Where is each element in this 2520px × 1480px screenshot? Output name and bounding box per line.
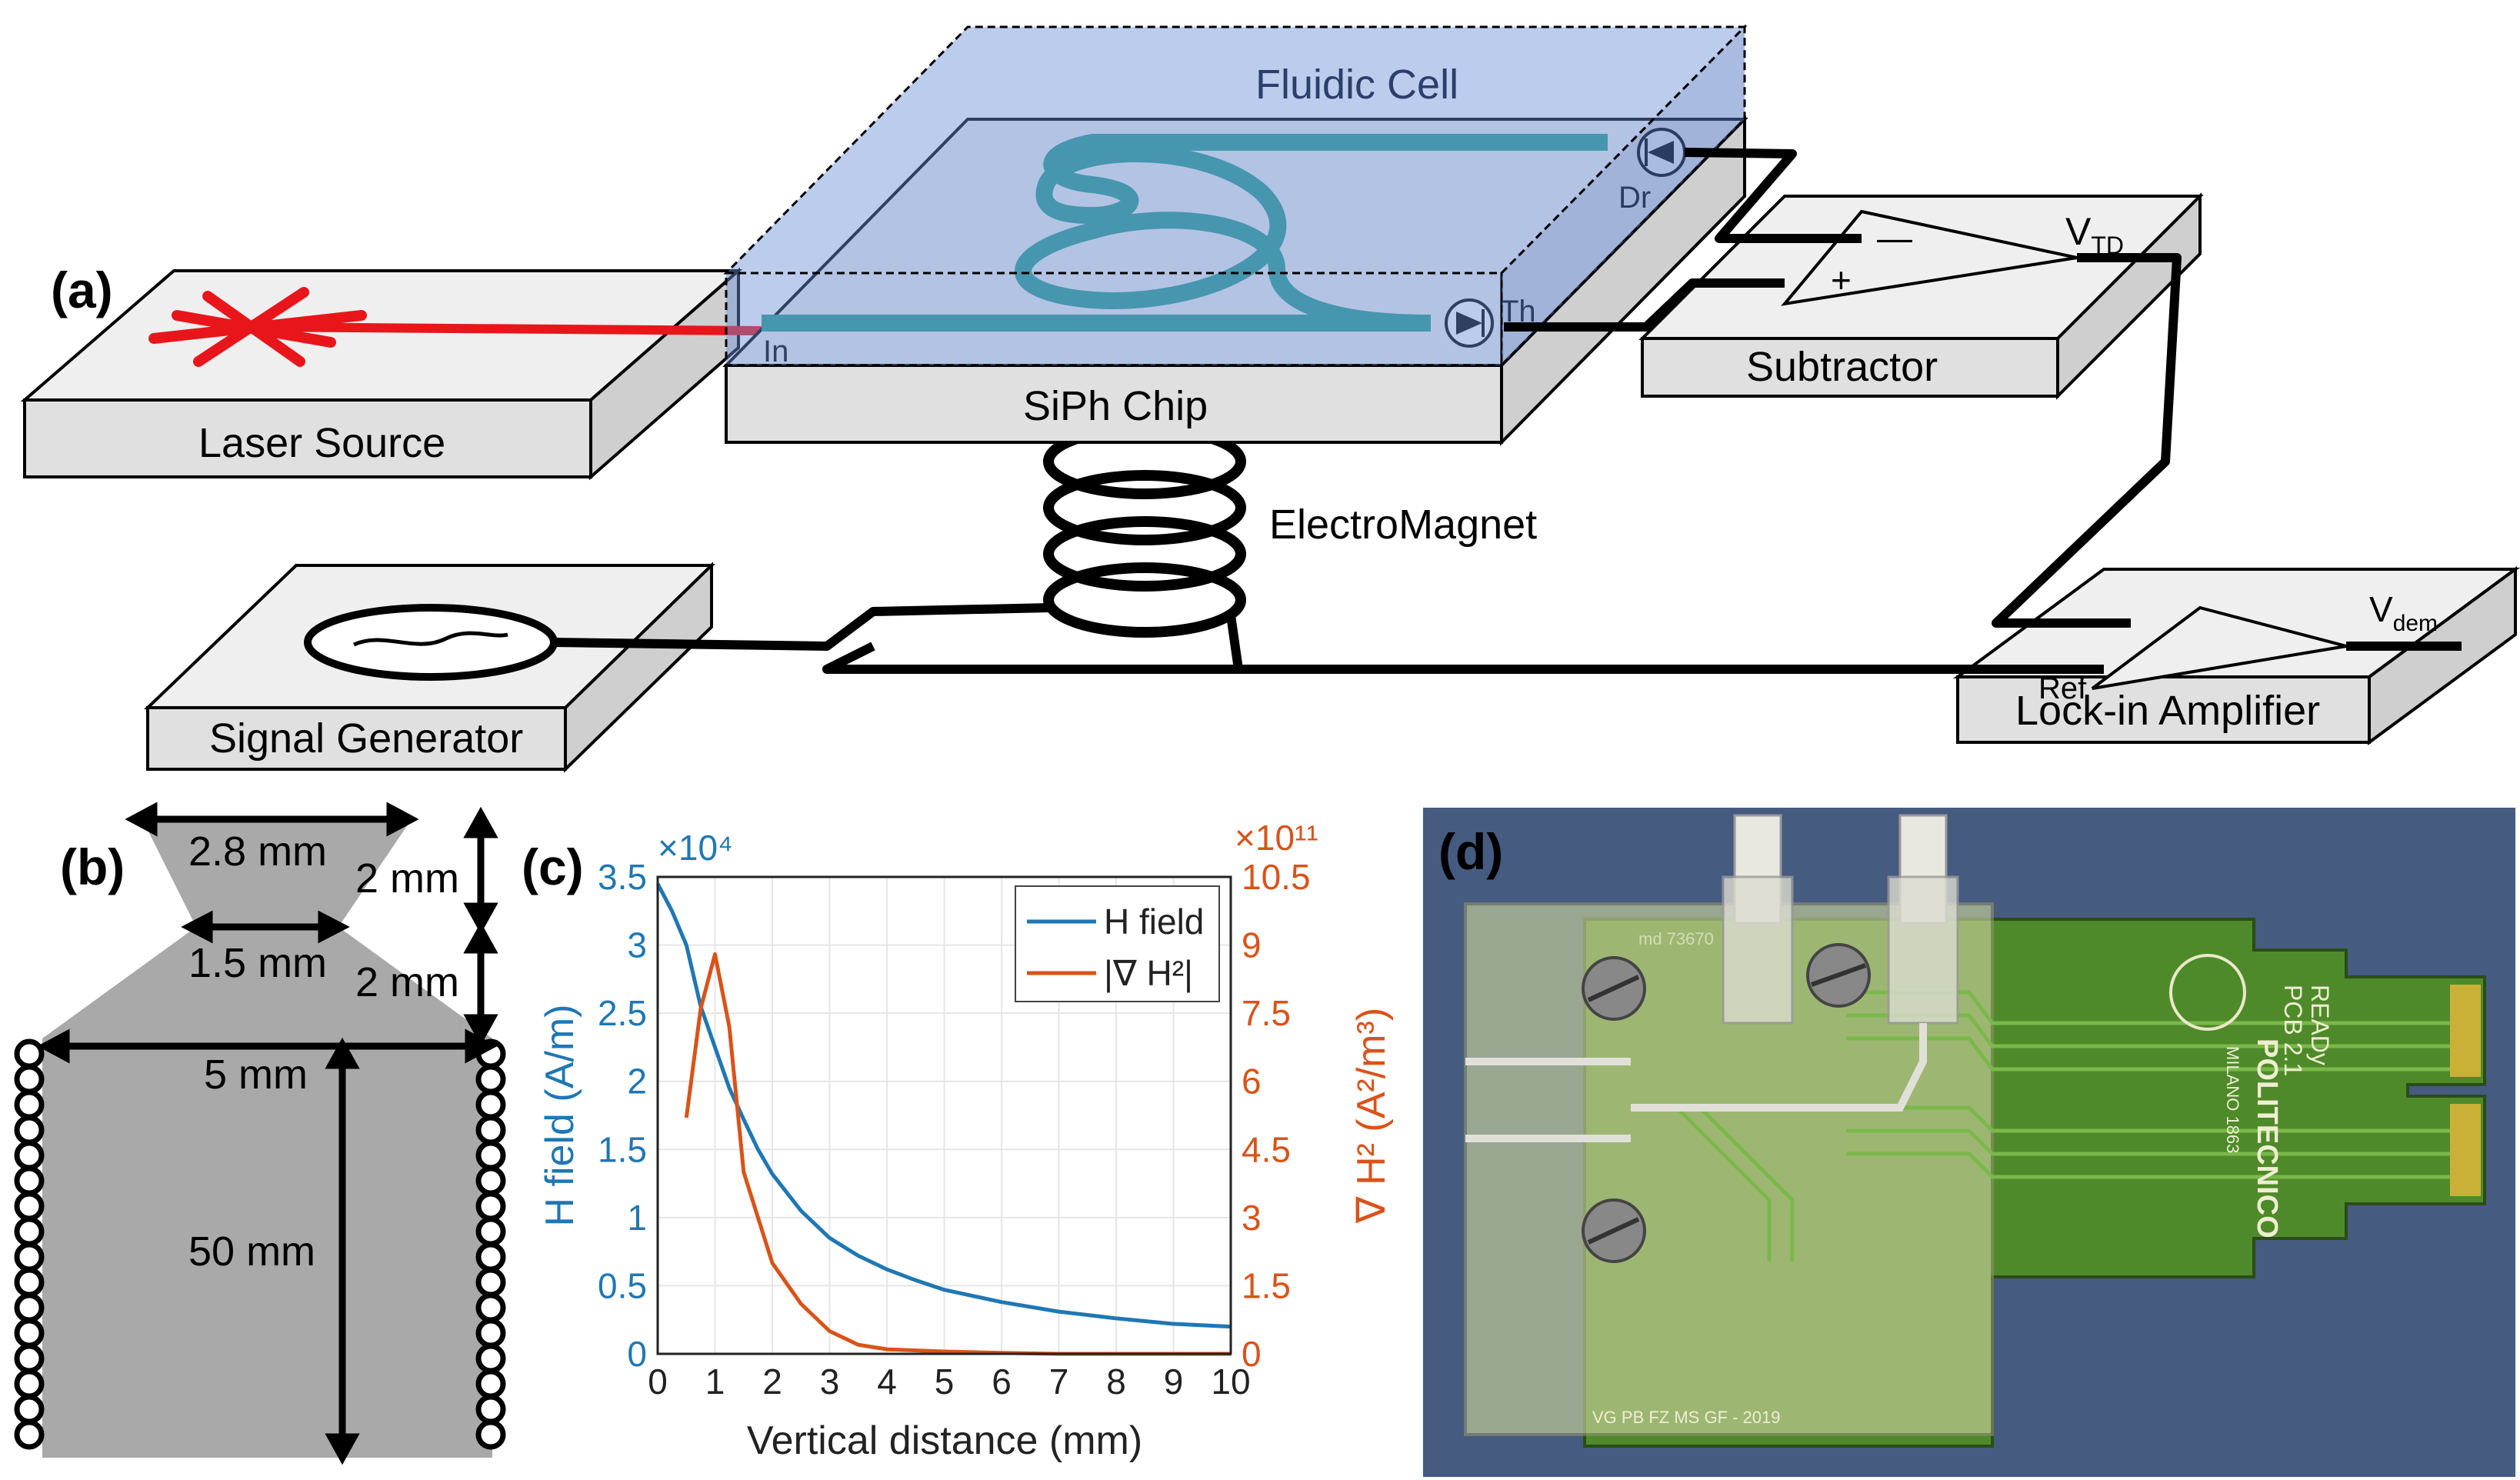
dim-mid-height: 2 mm <box>355 959 459 1005</box>
part-number-text: md 73670 <box>1638 929 1714 948</box>
legend-h-field: H field <box>1104 902 1204 942</box>
left-multiplier: ×10⁴ <box>658 828 733 868</box>
input-port-label: In <box>763 335 788 368</box>
y-left-tick-label: 3 <box>627 925 647 965</box>
lockin-label: Lock-in Amplifier <box>2015 688 2320 734</box>
y-right-tick-label: 4.5 <box>1242 1129 1291 1169</box>
plus-sign: + <box>1831 260 1852 300</box>
x-tick-label: 9 <box>1164 1362 1184 1402</box>
dim-core-height: 50 mm <box>188 1228 315 1275</box>
y-right-tick-label: 7.5 <box>1242 993 1291 1033</box>
laser-source-box: Laser Source <box>20 267 743 481</box>
x-tick-label: 1 <box>705 1362 725 1402</box>
y-right-axis-label: ∇ H² (A²/m³) <box>1349 1008 1394 1224</box>
laser-beam <box>253 322 762 335</box>
dim-neck-width: 1.5 mm <box>188 940 327 986</box>
y-right-tick-label: 10.5 <box>1242 857 1311 897</box>
x-tick-label: 2 <box>762 1362 782 1402</box>
y-left-tick-label: 0.5 <box>598 1265 647 1305</box>
vdem-label: Vdem <box>2369 589 2438 636</box>
signal-generator-label: Signal Generator <box>209 715 523 762</box>
board-rev-text: PCB 2.1 <box>2279 985 2307 1076</box>
coil-windings-left <box>14 1038 45 1450</box>
minus-sign: — <box>1877 218 1912 258</box>
x-tick-label: 0 <box>648 1362 668 1402</box>
institution-text: POLITECNICO <box>2251 1038 2283 1238</box>
board-name-text: READy <box>2306 985 2334 1065</box>
fluidic-cell: Fluidic Cell <box>723 24 1748 368</box>
coil-windings-right <box>475 1038 506 1450</box>
laser-source-label: Laser Source <box>198 420 445 466</box>
x-tick-label: 6 <box>992 1362 1012 1402</box>
legend-grad-h2: |∇ H²| <box>1104 953 1193 993</box>
x-axis-label: Vertical distance (mm) <box>747 1418 1142 1463</box>
y-right-tick-label: 3 <box>1242 1198 1262 1238</box>
chart-legend: H field |∇ H²| <box>1015 885 1220 1002</box>
y-right-tick-label: 6 <box>1242 1062 1262 1102</box>
ref-label: Ref <box>2038 672 2087 705</box>
y-left-tick-label: 0 <box>627 1334 647 1374</box>
signal-generator-box: Signal Generator <box>144 562 715 773</box>
institution-sub-text: MILANO 1863 <box>2223 1046 2242 1153</box>
electromagnet-label: ElectroMagnet <box>1269 502 1537 548</box>
y-left-tick-label: 1 <box>627 1198 647 1238</box>
series-line-0 <box>655 882 1232 1329</box>
panel-b-label: (b) <box>60 838 125 895</box>
pcb-photo: md 73670 POLITECNICO MILANO 1863 READy P… <box>1423 808 2515 1477</box>
photodiode-through-icon <box>1445 298 1494 348</box>
y-left-tick-label: 2 <box>627 1062 647 1102</box>
x-tick-label: 3 <box>820 1362 840 1402</box>
fluidic-cell-label: Fluidic Cell <box>1255 62 1458 108</box>
x-tick-label: 8 <box>1106 1362 1126 1402</box>
authors-text: VG PB FZ MS GF - 2019 <box>1592 1408 1781 1427</box>
right-multiplier: ×10¹¹ <box>1235 818 1318 858</box>
lockin-amplifier-icon <box>2091 605 2347 690</box>
politecnico-logo-icon <box>2169 954 2246 1031</box>
panel-a-label: (a) <box>51 262 113 318</box>
x-tick-label: 7 <box>1049 1362 1069 1402</box>
y-right-tick-label: 9 <box>1242 925 1262 965</box>
dim-top-height: 2 mm <box>355 855 459 902</box>
pole-piece-drawing <box>42 819 492 1458</box>
dim-core-width: 5 mm <box>204 1052 308 1098</box>
panel-d-label: (d) <box>1438 823 1503 880</box>
x-tick-label: 4 <box>877 1362 897 1402</box>
siph-chip-box: SiPh Chip <box>722 115 1748 446</box>
wires <box>553 148 2462 674</box>
panel-c-label: (c) <box>522 838 584 895</box>
subtractor-label: Subtractor <box>1746 344 1938 390</box>
waveguide <box>762 134 1608 332</box>
y-left-tick-label: 3.5 <box>598 857 647 897</box>
dim-top-width: 2.8 mm <box>188 828 327 875</box>
y-right-tick-label: 0 <box>1242 1334 1262 1374</box>
signal-waveform-icon <box>304 604 558 681</box>
y-left-tick-label: 1.5 <box>598 1129 647 1169</box>
electromagnet-coil <box>1043 424 1246 638</box>
plot-frame <box>656 875 1232 1355</box>
dimension-arrows <box>37 802 498 1465</box>
x-tick-label: 5 <box>935 1362 955 1402</box>
y-right-tick-label: 1.5 <box>1242 1265 1291 1305</box>
y-left-tick-label: 2.5 <box>598 993 647 1033</box>
y-left-axis-label: H field (A/m) <box>538 1005 582 1227</box>
x-tick-label: 10 <box>1211 1362 1250 1402</box>
siph-chip-label: SiPh Chip <box>1023 383 1208 429</box>
